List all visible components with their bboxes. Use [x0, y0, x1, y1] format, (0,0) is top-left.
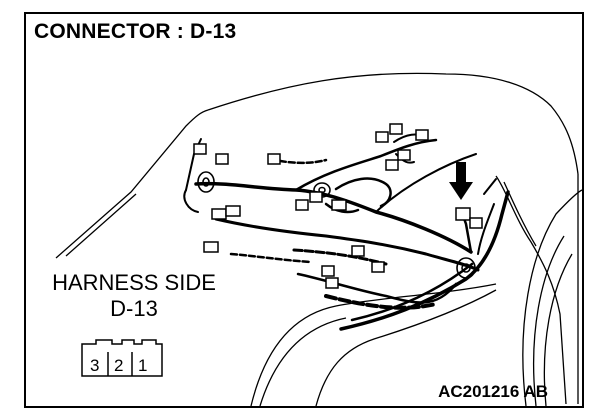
location-arrow [449, 162, 473, 200]
pin-2: 2 [114, 356, 123, 375]
connector-face: 3 2 1 [81, 339, 163, 377]
figure-code: AC201216 AB [438, 382, 548, 401]
harness-side-label: HARNESS SIDE D-13 [40, 270, 228, 322]
harness-side-text: HARNESS SIDE [52, 270, 216, 295]
diagram-frame: CONNECTOR : D-13 [24, 12, 584, 408]
harness-connectors [193, 123, 483, 289]
vehicle-body-outline [55, 72, 582, 406]
pin-3: 3 [90, 356, 99, 375]
pin-1: 1 [138, 356, 147, 375]
connector-title: CONNECTOR : D-13 [34, 20, 237, 43]
harness-drawing: 3 2 1 [55, 72, 582, 406]
harness-connector-id: D-13 [110, 296, 158, 321]
